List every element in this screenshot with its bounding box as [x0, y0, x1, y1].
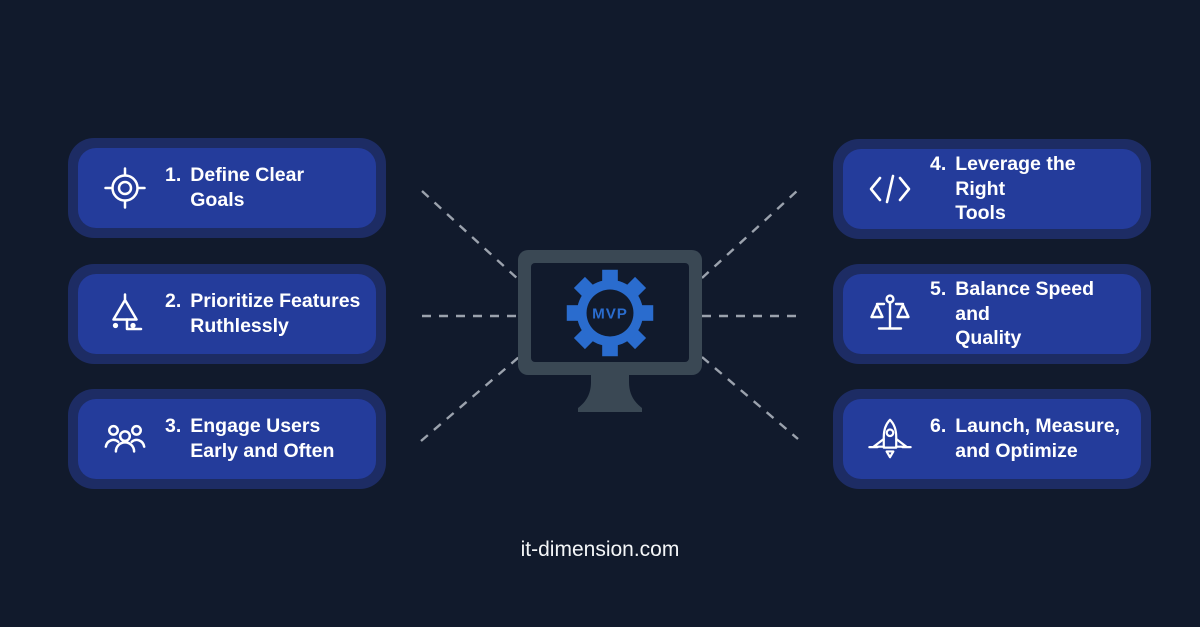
target-icon	[102, 165, 148, 211]
card-number: 1.	[165, 164, 182, 187]
monitor-screen: MVP	[531, 263, 689, 362]
connector-top-right	[701, 190, 798, 279]
card-prioritize-features: 2. Prioritize Features Ruthlessly	[68, 264, 386, 364]
mvp-label: MVP	[592, 305, 628, 322]
code-icon	[867, 166, 913, 212]
card-label: Define Clear Goals	[190, 164, 305, 211]
users-icon	[102, 416, 148, 462]
card-label: Engage Users Early and Often	[190, 415, 335, 462]
card-define-clear-goals: 1. Define Clear Goals	[68, 138, 386, 238]
card-label: Prioritize Features Ruthlessly	[190, 290, 361, 337]
card-engage-users: 3. Engage Users Early and Often	[68, 389, 386, 489]
card-number: 5.	[930, 278, 947, 301]
monitor-gear-icon: MVP	[518, 250, 702, 375]
connector-bottom-left	[420, 356, 520, 442]
card-label: Launch, Measure, and Optimize	[955, 415, 1120, 462]
card-number: 6.	[930, 415, 947, 438]
card-label: Balance Speed and Quality	[955, 278, 1094, 350]
scales-icon	[867, 291, 913, 337]
monitor-stand	[578, 374, 642, 412]
card-number: 2.	[165, 290, 182, 313]
card-number: 4.	[930, 153, 947, 176]
card-balance-speed-quality: 5. Balance Speed and Quality	[833, 264, 1151, 364]
footer-website: it-dimension.com	[520, 538, 680, 561]
rocket-icon	[867, 416, 913, 462]
priority-icon	[102, 291, 148, 337]
card-number: 3.	[165, 415, 182, 438]
card-launch-measure-optimize: 6. Launch, Measure, and Optimize	[833, 389, 1151, 489]
connector-bottom-right	[701, 356, 799, 440]
card-label: Leverage the Right Tools	[955, 153, 1076, 225]
gear-icon: MVP	[566, 269, 654, 356]
connector-top-left	[421, 190, 520, 281]
card-leverage-tools: 4. Leverage the Right Tools	[833, 139, 1151, 239]
